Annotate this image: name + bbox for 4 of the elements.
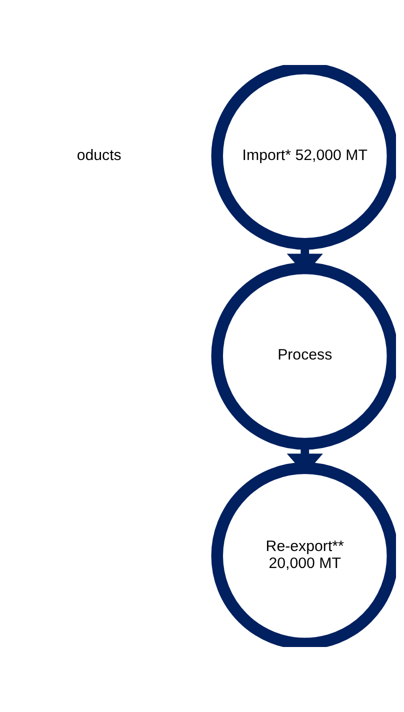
node-circle: Import* 52,000 MT <box>211 65 396 250</box>
label: oducts <box>76 146 122 164</box>
node-circle: Process <box>211 262 396 450</box>
node-circle: Re-export** 20,000 MT <box>211 462 396 647</box>
